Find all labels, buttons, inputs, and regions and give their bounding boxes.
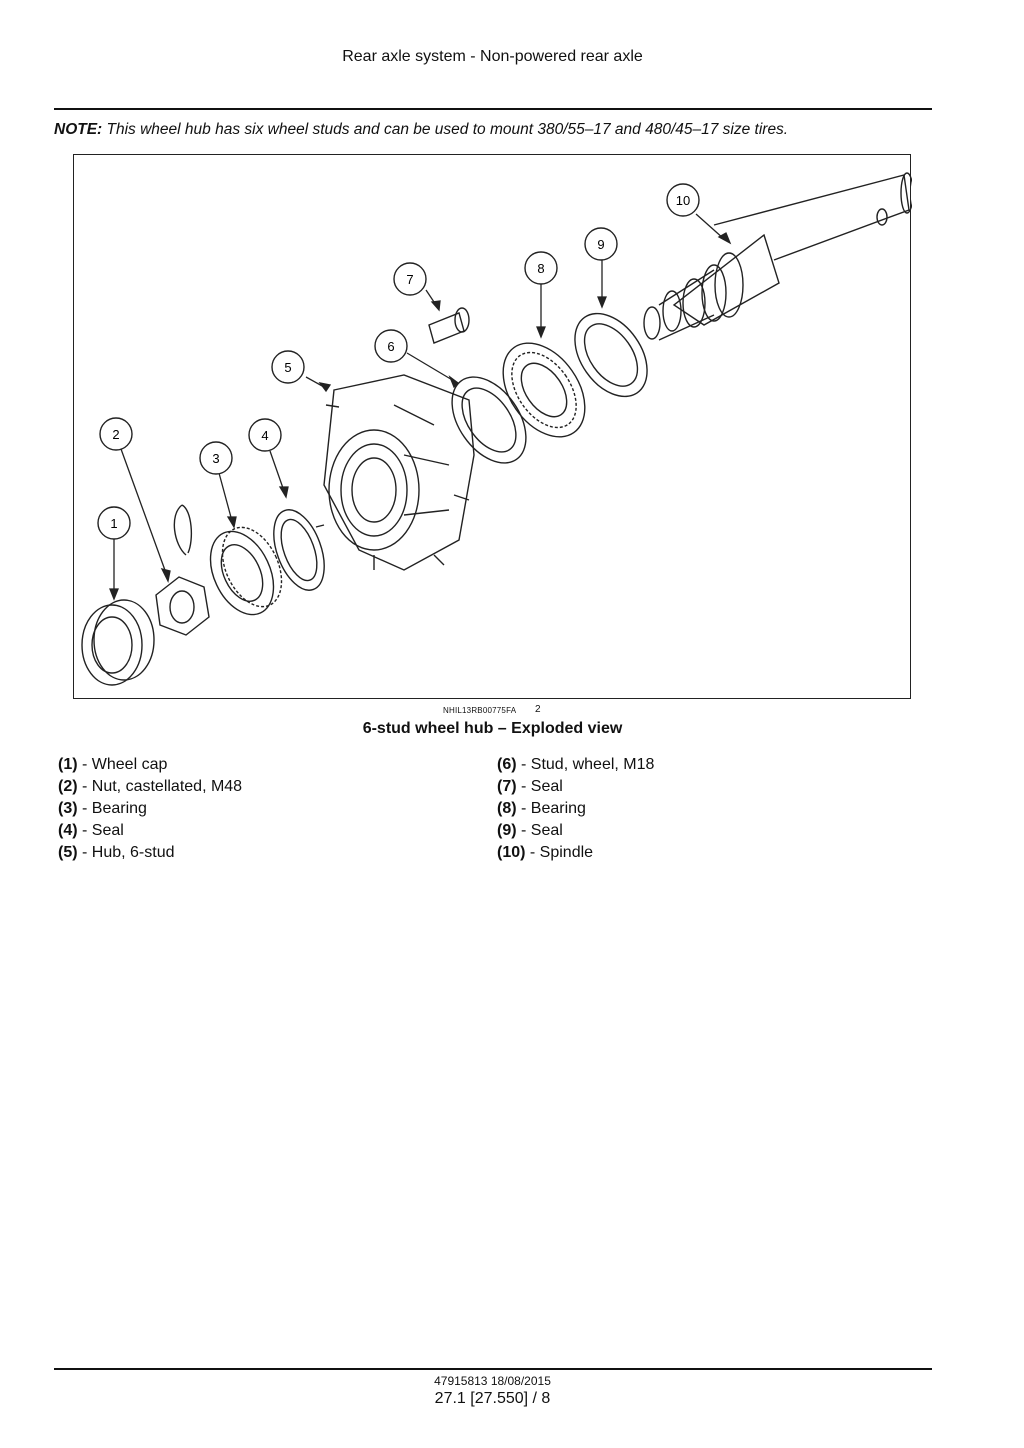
seal-4-part	[273, 509, 325, 591]
callout-circle-6	[374, 329, 408, 363]
legend-number: (1)	[58, 756, 78, 773]
legend-item: (4) - Seal	[58, 820, 242, 842]
legend-text: - Wheel cap	[77, 756, 168, 773]
callout-label-4: 4	[261, 428, 268, 443]
callout-label-6: 6	[387, 339, 394, 354]
callout-circle-5	[271, 350, 305, 384]
legend-item: (9) - Seal	[497, 820, 654, 842]
legend-text: - Nut, castellated, M48	[77, 778, 243, 795]
legend-left-column: (1) - Wheel cap (2) - Nut, castellated, …	[58, 754, 242, 864]
exploded-view-figure: 1 2 3 4 5 6 7 8 9 10	[73, 154, 912, 699]
callout-label-1: 1	[110, 516, 117, 531]
hub-5-part	[315, 374, 475, 571]
note-label: NOTE:	[54, 121, 103, 138]
legend-text: - Bearing	[77, 800, 147, 817]
legend-number: (5)	[58, 844, 78, 861]
note-paragraph: NOTE: This wheel hub has six wheel studs…	[54, 121, 934, 139]
legend-item: (3) - Bearing	[58, 798, 242, 820]
seal-9-part	[574, 312, 648, 398]
legend-item: (10) - Spindle	[497, 842, 654, 864]
footer-page-number: 27.1 [27.550] / 8	[434, 1390, 551, 1407]
spindle-part	[643, 172, 912, 341]
legend-text: - Seal	[77, 822, 124, 839]
callout-label-9: 9	[597, 237, 604, 252]
callout-circle-3	[199, 441, 233, 475]
callout-circle-1	[97, 506, 131, 540]
legend-item: (5) - Hub, 6-stud	[58, 842, 242, 864]
callout-circle-8	[524, 251, 558, 285]
nut-2-part	[155, 576, 210, 636]
footer-divider	[54, 1368, 932, 1370]
callout-label-10: 10	[676, 193, 690, 208]
legend-number: (3)	[58, 800, 78, 817]
callout-label-2: 2	[112, 427, 119, 442]
figure-id: NHIL13RB00775FA	[443, 706, 517, 715]
legend-text: - Hub, 6-stud	[77, 844, 175, 861]
legend-item: (8) - Bearing	[497, 798, 654, 820]
callout-label-7: 7	[406, 272, 413, 287]
legend-right-column: (6) - Stud, wheel, M18 (7) - Seal (8) - …	[497, 754, 654, 864]
callout-label-8: 8	[537, 261, 544, 276]
hub-exploded-drawing: 1 2 3 4 5 6 7 8 9 10	[81, 172, 912, 686]
bearing-8-part	[502, 342, 586, 438]
header-divider	[54, 108, 932, 110]
legend-number: (7)	[497, 778, 517, 795]
wheel-cap-1-part	[81, 599, 155, 686]
stud-7-part	[428, 307, 470, 344]
legend-number: (9)	[497, 822, 517, 839]
legend-number: (8)	[497, 800, 517, 817]
legend-item: (6) - Stud, wheel, M18	[497, 754, 654, 776]
callout-circle-2	[99, 417, 133, 451]
legend-item: (7) - Seal	[497, 776, 654, 798]
legend-text: - Stud, wheel, M18	[516, 756, 655, 773]
callout-circle-10	[666, 183, 700, 217]
page-header-title: Rear axle system - Non-powered rear axle	[342, 48, 643, 65]
legend-item: (2) - Nut, castellated, M48	[58, 776, 242, 798]
legend-text: - Seal	[516, 778, 563, 795]
legend-number: (4)	[58, 822, 78, 839]
footer-document-id: 47915813 18/08/2015	[434, 1374, 551, 1388]
note-text: This wheel hub has six wheel studs and c…	[102, 121, 789, 138]
callout-label-3: 3	[212, 451, 219, 466]
figure-caption: 6-stud wheel hub – Exploded view	[362, 720, 623, 737]
callout-circle-4	[248, 418, 282, 452]
legend-item: (1) - Wheel cap	[58, 754, 242, 776]
legend-number: (2)	[58, 778, 78, 795]
legend-text: - Bearing	[516, 800, 586, 817]
legend-number: (10)	[497, 844, 526, 861]
callout-circle-9	[584, 227, 618, 261]
callout-circles: 1 2 3 4 5 6 7 8 9 10	[97, 183, 700, 540]
legend-text: - Spindle	[525, 844, 594, 861]
callout-label-5: 5	[284, 360, 291, 375]
figure-number: 2	[535, 704, 541, 715]
cotter-pin-part	[173, 504, 193, 556]
legend-number: (6)	[497, 756, 517, 773]
callout-circle-7	[393, 262, 427, 296]
legend-text: - Seal	[516, 822, 563, 839]
bearing-3-part	[209, 526, 283, 616]
